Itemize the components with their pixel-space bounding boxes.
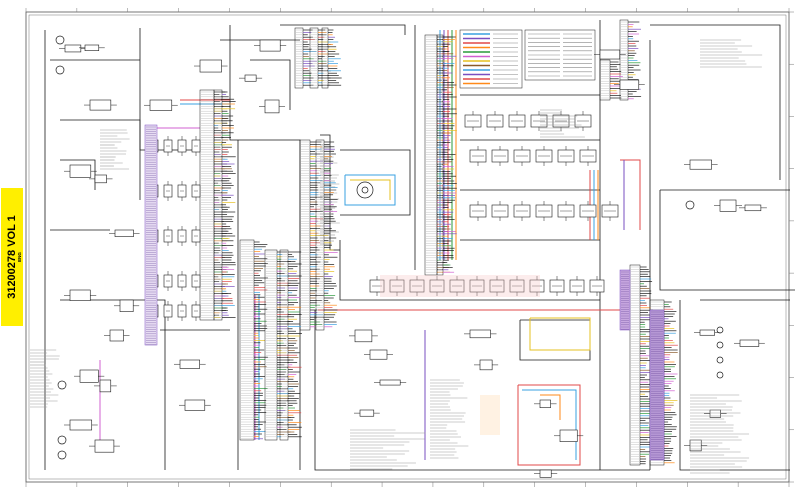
- connector-block: [321, 27, 329, 89]
- document-subtitle: ENG: [17, 252, 22, 262]
- harness-connector-blocks: [144, 124, 665, 461]
- shaded-zone: [380, 275, 540, 297]
- component-box: [69, 419, 93, 431]
- component-box: [744, 204, 762, 212]
- component-box: [79, 369, 99, 383]
- component-symbols: [59, 39, 767, 478]
- component-box: [89, 99, 112, 111]
- component-box: [739, 339, 760, 347]
- component-box: [539, 469, 552, 478]
- connector-block: [239, 239, 255, 441]
- connector-block: [599, 59, 611, 101]
- component-box: [84, 44, 100, 51]
- component-box: [69, 289, 91, 301]
- component-box: [359, 409, 375, 417]
- component-box: [244, 74, 257, 82]
- relay-module-rows: [149, 111, 619, 321]
- component-box: [354, 329, 373, 343]
- connector-block: [309, 27, 319, 89]
- component-box: [539, 399, 551, 409]
- sheet-border: [25, 11, 790, 483]
- component-box: [184, 399, 206, 411]
- component-box: [699, 329, 715, 336]
- document-title: 31200278 VOL 1: [6, 215, 18, 299]
- component-box: [689, 159, 712, 170]
- border-grid-ticks: [25, 8, 794, 487]
- component-box: [179, 359, 200, 369]
- component-box: [94, 174, 107, 184]
- shaded-zone: [480, 395, 500, 435]
- harness-block: [649, 309, 665, 461]
- harness-block: [144, 124, 158, 346]
- component-box: [69, 164, 92, 178]
- connector-block: [294, 27, 304, 89]
- component-box: [99, 379, 112, 393]
- connector-block: [264, 249, 278, 441]
- connector-block: [619, 19, 629, 101]
- component-box: [114, 229, 134, 237]
- fine-print-labels: [30, 39, 763, 474]
- component-box: [379, 379, 401, 386]
- component-box: [369, 349, 388, 360]
- connector-pin-columns: [199, 19, 678, 466]
- connector-block: [279, 249, 289, 441]
- wiring-rails: [44, 20, 795, 471]
- component-box: [599, 49, 621, 60]
- component-box: [199, 59, 222, 73]
- component-box: [719, 199, 737, 212]
- sensor-symbols: [55, 35, 724, 460]
- component-box: [619, 79, 640, 90]
- connector-block: [436, 34, 444, 276]
- document-label: 31200278 VOL 1 ENG: [1, 188, 23, 326]
- document-label-background: [1, 188, 23, 326]
- component-box: [109, 329, 124, 342]
- component-box: [264, 99, 280, 114]
- component-box: [64, 44, 82, 53]
- component-box: [559, 429, 578, 442]
- component-box: [259, 39, 281, 52]
- connector-block: [629, 264, 641, 466]
- harness-block: [619, 269, 631, 331]
- component-box: [149, 99, 173, 111]
- component-box: [94, 439, 115, 453]
- component-box: [479, 359, 493, 371]
- component-box: [119, 299, 134, 312]
- wire-color-legend: [459, 29, 596, 89]
- connector-block: [299, 139, 311, 331]
- component-box: [469, 329, 491, 339]
